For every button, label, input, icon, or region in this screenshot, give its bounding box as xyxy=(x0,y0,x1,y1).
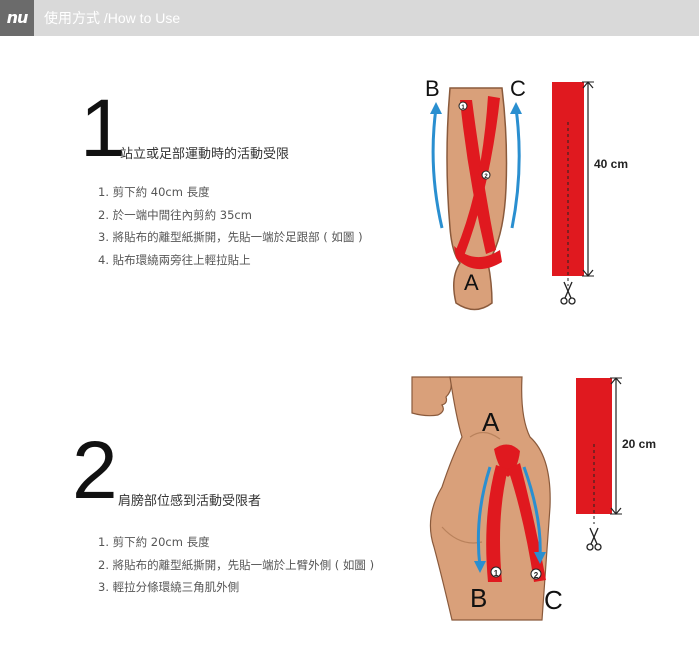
arrow-b xyxy=(476,466,492,568)
step1-item-3: 3. 將貼布的離型紙撕開，先貼一端於足跟部 ( 如圖 ) xyxy=(98,230,363,244)
page-header: nu 使用方式 /How to Use xyxy=(0,0,699,36)
leg-label-c: C xyxy=(510,76,526,101)
arrow-c xyxy=(510,107,521,229)
step1-instructions: 1. 剪下約 40cm 長度 2. 於一端中間往內剪約 35cm 3. 將貼布的… xyxy=(98,184,363,274)
step1-item-1: 1. 剪下約 40cm 長度 xyxy=(98,185,210,199)
header-title: 使用方式 /How to Use xyxy=(44,0,180,36)
shoulder-tape-strip-1 xyxy=(486,465,508,582)
arrow-b xyxy=(431,107,444,229)
shoulder-label-a: A xyxy=(482,407,500,437)
header-title-zh: 使用方式 xyxy=(44,11,100,27)
shoulder-marker-1: 1 xyxy=(494,569,499,578)
step2-item-3: 3. 輕拉分條環繞三角肌外側 xyxy=(98,580,240,594)
step2-shoulder-illustration: 1 2 A B C xyxy=(411,376,563,621)
shoulder-marker-2: 2 xyxy=(534,571,539,580)
step1-title: 站立或足部運動時的活動受限 xyxy=(120,147,290,162)
step2-item-2: 2. 將貼布的離型紙撕開，先貼一端於上臂外側 ( 如圖 ) xyxy=(98,557,375,572)
head-shape xyxy=(411,376,452,417)
step2-item-1: 1. 剪下約 20cm 長度 xyxy=(98,535,210,549)
header-title-en: /How to Use xyxy=(100,10,181,26)
step1-number: 1 xyxy=(80,83,126,174)
step1-tape-diagram: 40 cm xyxy=(552,81,628,305)
shoulder-label-c: C xyxy=(544,585,563,615)
step2-title: 肩膀部位感到活動受限者 xyxy=(118,494,262,509)
step1-item-2: 2. 於一端中間往內剪約 35cm xyxy=(98,207,252,222)
leg-marker-1: 1 xyxy=(461,105,465,111)
tape-strip-2 xyxy=(456,96,500,256)
arrow-c xyxy=(522,466,542,558)
leg-label-a: A xyxy=(464,270,479,295)
step2-number: 2 xyxy=(72,425,118,516)
scissors-icon xyxy=(586,527,602,551)
step2-instructions: 1. 剪下約 20cm 長度 2. 將貼布的離型紙撕開，先貼一端於上臂外側 ( … xyxy=(98,534,374,602)
leg-marker-2: 2 xyxy=(484,174,488,180)
step1-leg-illustration: 1 2 B C A xyxy=(425,76,526,311)
shoulder-label-b: B xyxy=(470,583,487,613)
heel-tape xyxy=(454,246,502,270)
step2-tape-diagram: 20 cm xyxy=(576,377,656,551)
step1-item-4: 4. 貼布環繞兩旁往上輕拉貼上 xyxy=(98,252,251,267)
brand-logo: nu xyxy=(0,0,34,36)
scissors-icon xyxy=(560,281,576,305)
tape-length-label: 20 cm xyxy=(622,437,656,451)
tape-length-label: 40 cm xyxy=(594,157,628,171)
leg-label-b: B xyxy=(425,76,440,101)
